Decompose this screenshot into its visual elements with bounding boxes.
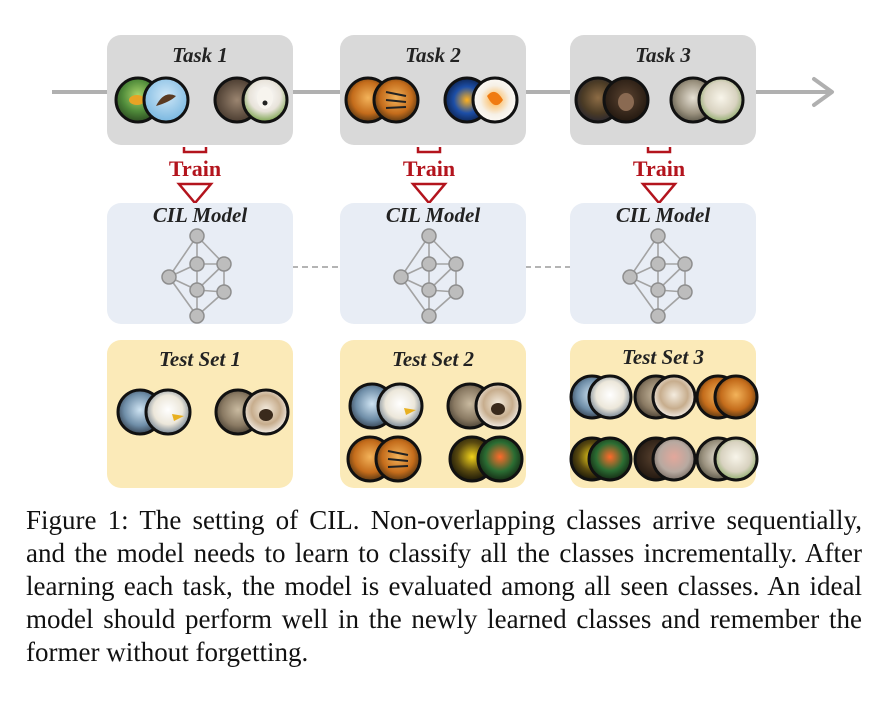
animal-thumbnail-mammal-pair	[446, 382, 522, 430]
task-panel-3: Task 3	[570, 35, 756, 145]
task-panel-1: Task 1	[107, 35, 293, 145]
model-title: CIL Model	[616, 203, 710, 227]
animal-thumbnail-monkey-pair	[574, 76, 650, 124]
animal-thumbnail-tiger-pair	[346, 435, 422, 483]
animal-thumbnail-bird-pair	[569, 374, 633, 420]
cil-figure: Task 1 Train CIL Model Test Set 1	[52, 35, 834, 488]
animal-thumbnail-fish-pair	[569, 436, 633, 482]
test-set-title: Test Set 3	[622, 345, 704, 369]
train-label: Train	[633, 156, 685, 181]
network-icon	[161, 228, 232, 324]
task-title: Task 1	[172, 43, 228, 67]
animal-thumbnail-fish-pair	[448, 435, 524, 483]
test-panel-1: Test Set 1	[107, 340, 293, 488]
task-title: Task 2	[405, 43, 461, 67]
task-title: Task 3	[635, 43, 691, 67]
test-set-title: Test Set 2	[392, 347, 475, 371]
network-icon	[393, 228, 464, 324]
animal-thumbnail-tiger-pair	[344, 76, 420, 124]
test-panel-2: Test Set 2	[340, 340, 526, 488]
test-panel-3: Test Set 3	[569, 340, 759, 488]
animal-thumbnail-monkey-pair	[633, 436, 697, 482]
train-arrow-1: Train	[169, 147, 221, 205]
animal-thumbnail-fish-pair	[443, 76, 519, 124]
model-title: CIL Model	[153, 203, 247, 227]
caption-label: Figure 1:	[26, 505, 129, 535]
animal-thumbnail-bird-pair	[114, 76, 190, 124]
train-arrow-2: Train	[403, 147, 455, 205]
task-panel-2: Task 2	[340, 35, 526, 145]
animal-thumbnail-mammal-pair	[213, 76, 289, 124]
animal-thumbnail-mammal-pair	[214, 388, 290, 436]
model-title: CIL Model	[386, 203, 480, 227]
train-label: Train	[169, 156, 221, 181]
animal-thumbnail-bird-pair	[116, 388, 192, 436]
animal-thumbnail-mammal-pair	[633, 374, 697, 420]
animal-thumbnail-sheep-pair	[669, 76, 745, 124]
network-icon	[622, 228, 693, 324]
animal-thumbnail-sheep-pair	[695, 436, 759, 482]
animal-thumbnail-tiger-pair	[695, 374, 759, 420]
test-set-title: Test Set 1	[159, 347, 241, 371]
animal-thumbnail-bird-pair	[348, 382, 424, 430]
timeline-arrow-head	[812, 77, 834, 107]
figure-caption: Figure 1: The setting of CIL. Non-overla…	[26, 504, 862, 669]
train-label: Train	[403, 156, 455, 181]
train-arrow-3: Train	[633, 147, 685, 205]
caption-text: The setting of CIL. Non-overlapping clas…	[26, 505, 863, 667]
